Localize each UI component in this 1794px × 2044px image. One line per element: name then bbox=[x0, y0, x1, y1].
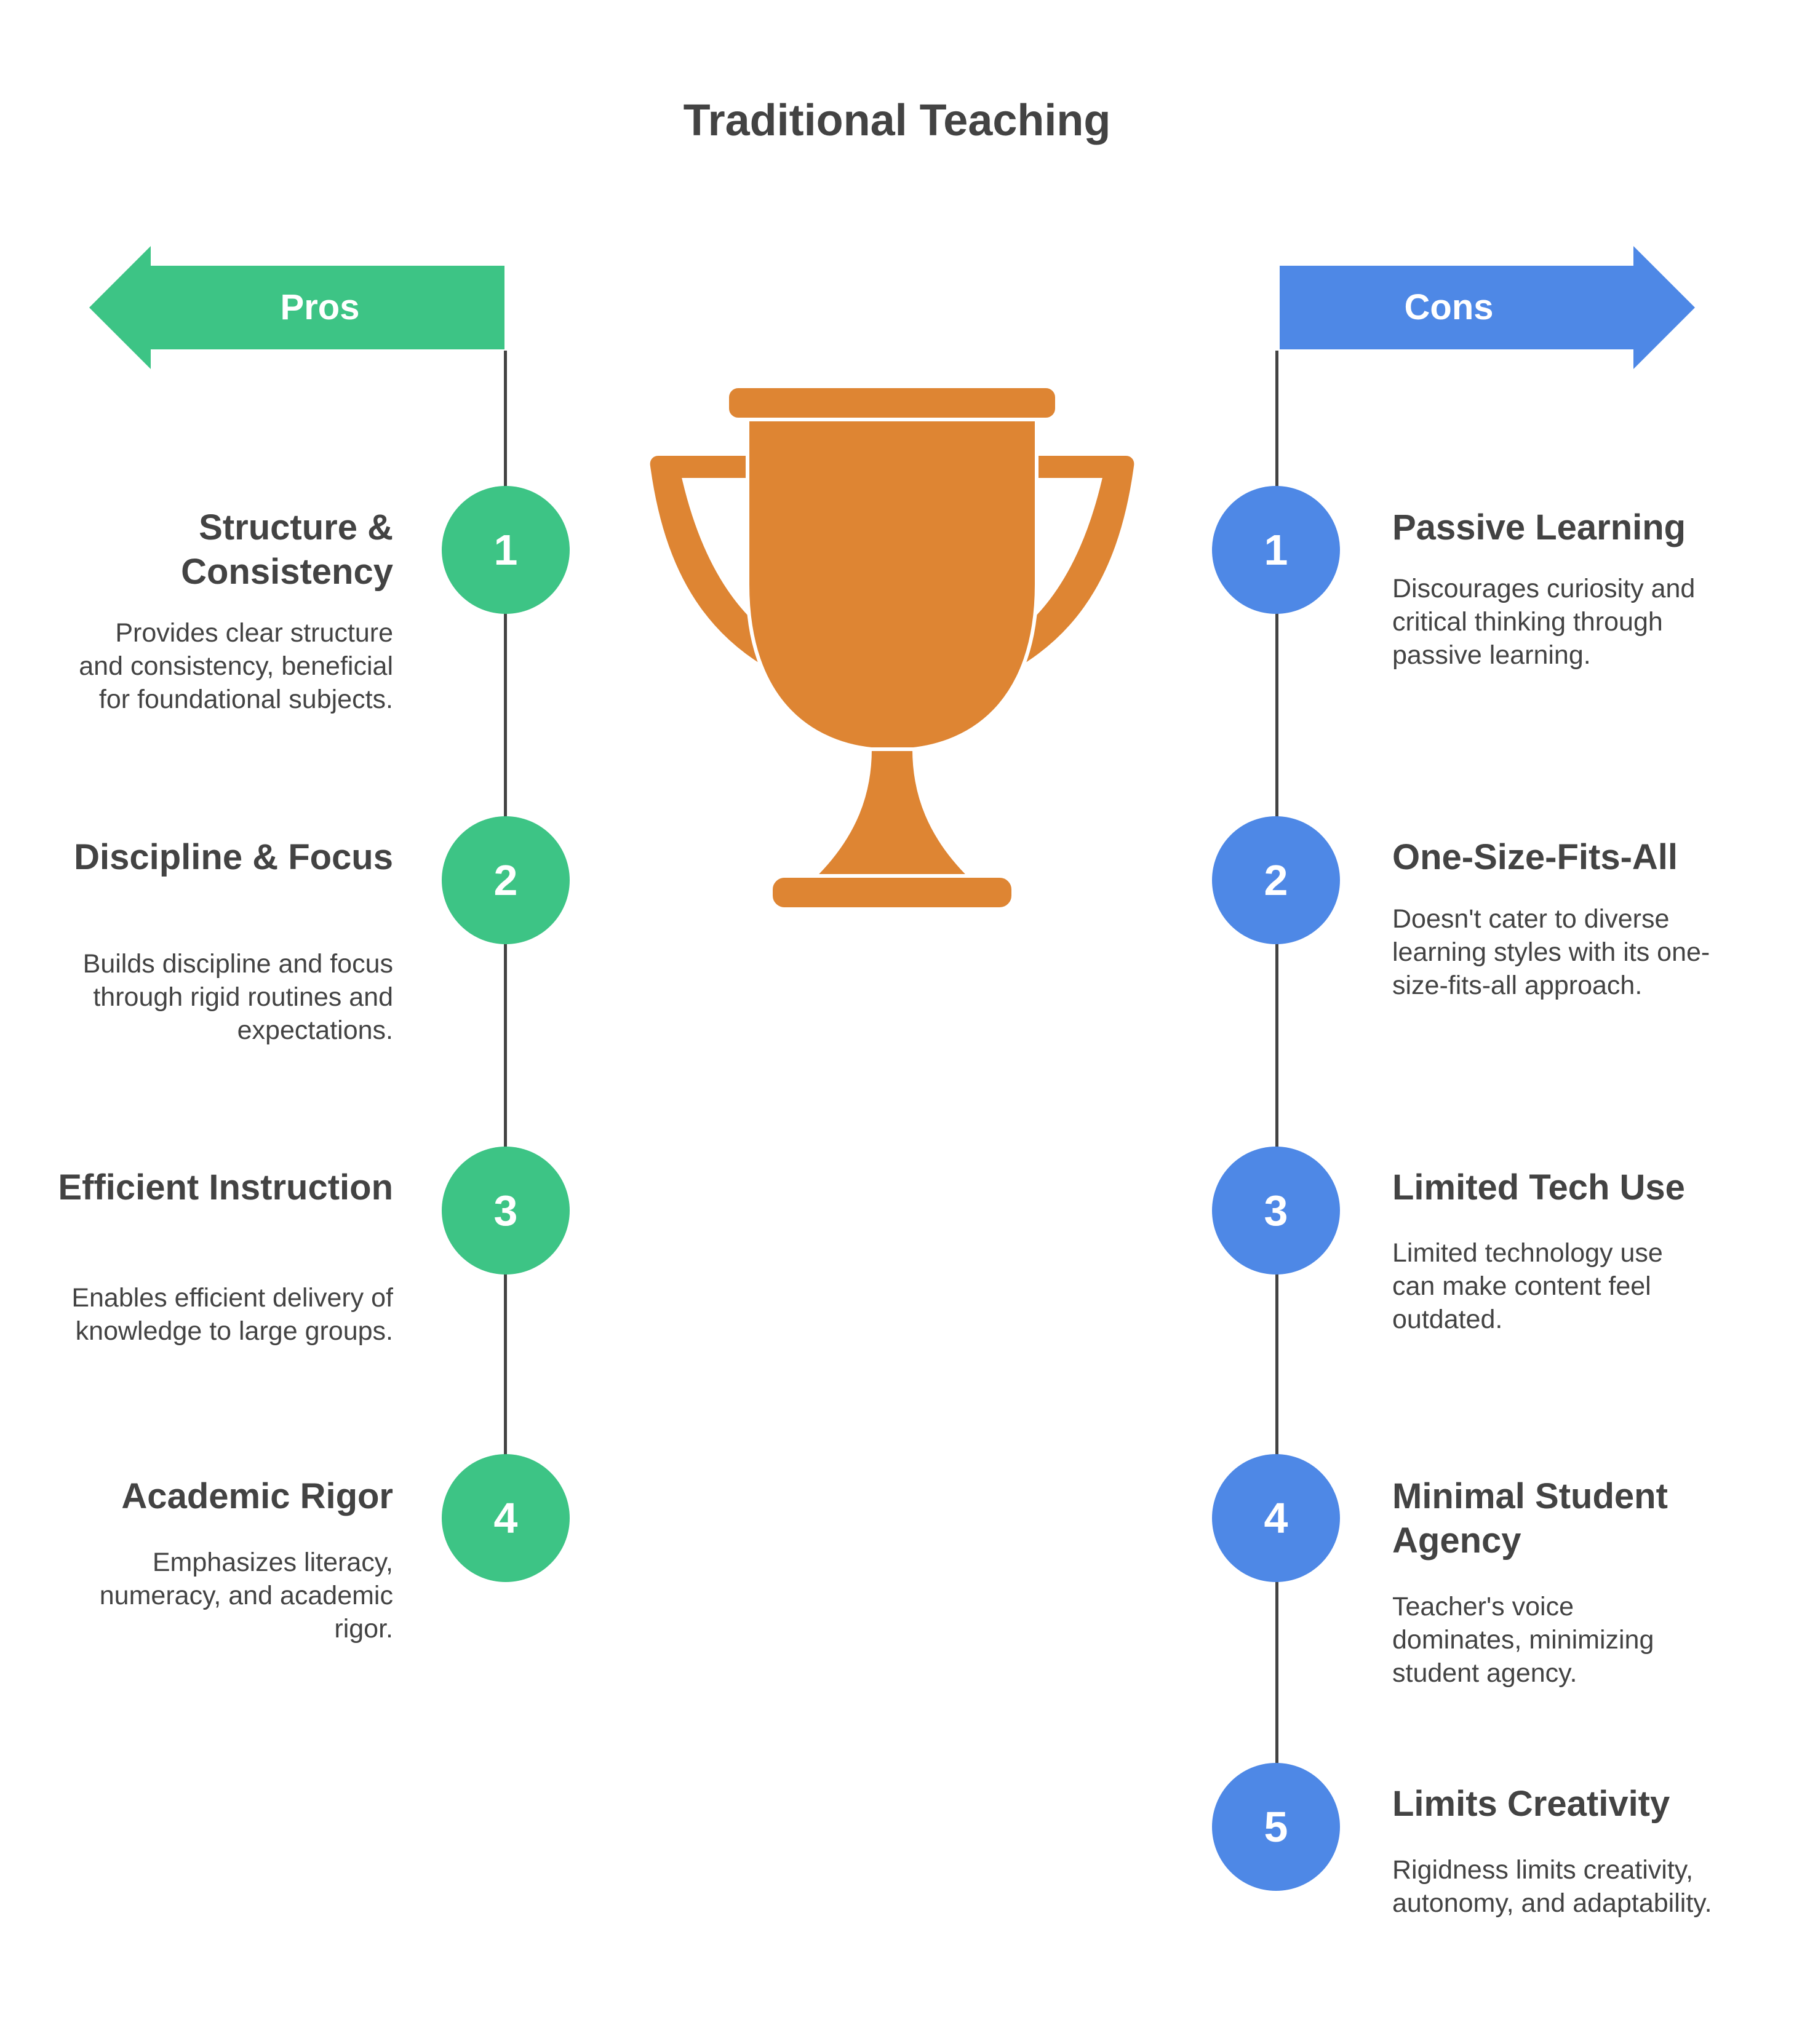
pro-title-3: Efficient Instruction bbox=[58, 1167, 393, 1207]
pro-number-2: 2 bbox=[442, 816, 570, 944]
con-number-4: 4 bbox=[1212, 1454, 1340, 1582]
pro-description-2: Builds discipline and focus through rigi… bbox=[82, 949, 393, 1045]
con-description-1: Discourages curiosity and critical think… bbox=[1392, 574, 1696, 670]
con-number-2: 2 bbox=[1212, 816, 1340, 944]
con-description-3: Limited technology use can make content … bbox=[1392, 1238, 1663, 1334]
pros-arrow bbox=[89, 246, 504, 369]
pro-description-3: Enables efficient delivery of knowledge … bbox=[71, 1283, 393, 1346]
diagram-title: Traditional Teaching bbox=[683, 96, 1111, 145]
cons-timeline-line bbox=[1275, 351, 1278, 1827]
pro-number-4: 4 bbox=[442, 1454, 570, 1582]
cons-label: Cons bbox=[1404, 287, 1494, 327]
con-description-2: Doesn't cater to diverse learning styles… bbox=[1392, 904, 1710, 1000]
cons-arrow bbox=[1280, 246, 1695, 369]
con-number-3: 3 bbox=[1212, 1147, 1340, 1275]
pro-title-2: Discipline & Focus bbox=[74, 837, 393, 877]
con-description-4: Teacher's voice dominates, minimizing st… bbox=[1392, 1592, 1654, 1688]
con-number-5: 5 bbox=[1212, 1763, 1340, 1891]
pro-number-1: 1 bbox=[442, 486, 570, 614]
trophy-icon bbox=[646, 384, 1138, 910]
pro-description-1: Provides clear structure and consistency… bbox=[79, 618, 393, 714]
con-title-3: Limited Tech Use bbox=[1392, 1167, 1685, 1207]
pro-title-4: Academic Rigor bbox=[121, 1476, 393, 1516]
pro-number-3: 3 bbox=[442, 1147, 570, 1275]
con-title-5: Limits Creativity bbox=[1392, 1784, 1670, 1824]
con-title-1: Passive Learning bbox=[1392, 507, 1686, 547]
con-number-1: 1 bbox=[1212, 486, 1340, 614]
con-title-4: Minimal Student Agency bbox=[1392, 1476, 1668, 1561]
pro-description-4: Emphasizes literacy, numeracy, and acade… bbox=[99, 1548, 393, 1644]
pros-label: Pros bbox=[280, 287, 360, 327]
con-description-5: Rigidness limits creativity, autonomy, a… bbox=[1392, 1855, 1712, 1918]
pro-title-1: Structure & Consistency bbox=[181, 507, 393, 592]
con-title-2: One-Size-Fits-All bbox=[1392, 837, 1678, 877]
